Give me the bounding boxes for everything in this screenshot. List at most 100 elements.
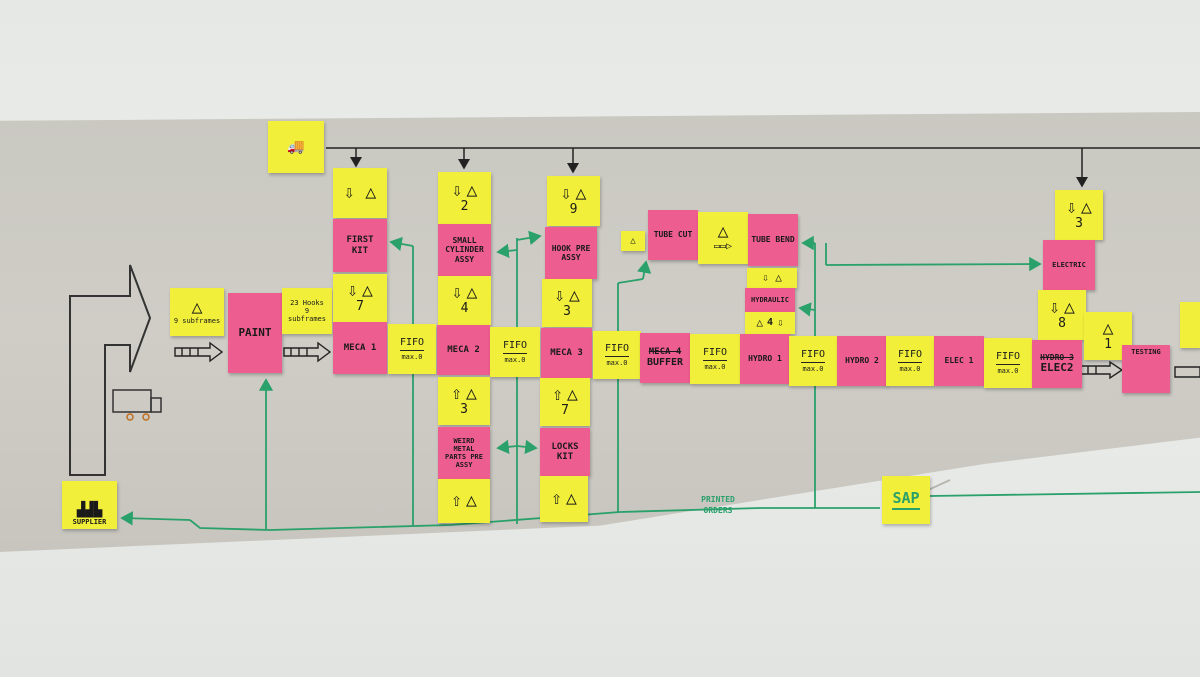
hook-pre-process: HOOK PRE ASSY	[545, 227, 597, 279]
electric-process: ELECTRIC	[1043, 240, 1095, 290]
truck-cab	[150, 397, 162, 413]
fifo-max-label: max.0	[899, 364, 921, 373]
inventory-hydraulic-top: ⇩ △	[747, 268, 797, 288]
inventory-tube: △ ▭▭▷	[698, 212, 748, 264]
down-arrow-icon: ⇩	[777, 315, 784, 329]
paint-label: PAINT	[238, 325, 272, 339]
elec1-process: ELEC 1	[934, 336, 984, 386]
up-arrow-icon: ⇧	[552, 383, 563, 405]
weird-metal-label: WEIRD METAL PARTS PRE ASSY	[445, 436, 483, 470]
inventory-hydraulic-bottom: △4⇩	[745, 312, 795, 334]
hooks-label: 23 Hooks	[290, 298, 324, 307]
down-arrow-icon: ⇩	[451, 179, 463, 201]
small-cylinder-label: SMALL CYLINDER ASSY	[445, 236, 484, 264]
supplier-label: SUPPLIER	[72, 517, 107, 526]
inventory-triangle-icon: △	[466, 282, 478, 304]
inventory-triangle-icon: △	[191, 296, 203, 318]
fifo-6: FIFO max.0	[886, 336, 934, 386]
hydro1-process: HYDRO 1	[740, 334, 790, 384]
push-arrow-1	[174, 341, 224, 363]
sap-label: SAP	[892, 490, 920, 510]
down-arrow-icon: ⇩	[451, 282, 463, 304]
printed-text: PRINTED	[701, 495, 735, 504]
down-arrow-icon: ⇩	[1066, 196, 1077, 218]
inventory-hook-top: ⇩△ 9	[547, 176, 600, 226]
inventory-weird-top: ⇧△ 3	[438, 377, 490, 425]
meca3-process: MECA 3	[541, 328, 592, 378]
weird-metal-process: WEIRD METAL PARTS PRE ASSY	[438, 427, 490, 479]
locks-kit-process: LOCKS KIT	[540, 428, 590, 476]
down-arrow-icon: ⇩	[1049, 296, 1060, 318]
electric-label: ELECTRIC	[1052, 260, 1086, 269]
printed-orders-label: PRINTED ORDERS	[688, 494, 748, 516]
inventory-count: 3	[460, 401, 468, 417]
meca1-label: MECA 1	[343, 342, 377, 353]
meca3-label: MECA 3	[550, 347, 583, 358]
hook-pre-label: HOOK PRE ASSY	[551, 243, 591, 262]
inventory-small-cyl-bottom: ⇩△ 4	[438, 276, 491, 325]
buffer-label: BUFFER	[646, 357, 684, 369]
fifo-label: FIFO	[702, 347, 728, 361]
hydro1-label: HYDRO 1	[748, 354, 782, 364]
inventory-small-cyl-top: ⇩△ 2	[438, 172, 491, 224]
meca4-buffer-process: MECA 4 BUFFER	[640, 333, 690, 383]
inventory-triangle-icon: △	[1102, 317, 1114, 339]
elec1-label: ELEC 1	[944, 356, 974, 366]
push-arrow-2	[283, 341, 332, 363]
inventory-edge-right	[1180, 302, 1200, 348]
fifo-7: FIFO max.0	[984, 338, 1032, 388]
tube-cut-label: TUBE CUT	[653, 230, 693, 240]
push-arrow-icon: ▭▭▷	[713, 241, 733, 253]
fifo-4: FIFO max.0	[690, 334, 740, 384]
inventory-weird-bottom: ⇧△	[438, 479, 490, 523]
meca1-process: MECA 1	[333, 322, 387, 374]
inventory-triangle-icon: △	[466, 382, 477, 404]
inventory-after-paint: 23 Hooks 9 subframes	[282, 288, 332, 334]
up-arrow-icon: ⇧	[551, 488, 562, 509]
inventory-triangle-icon: △	[566, 488, 577, 509]
hydro2-label: HYDRO 2	[845, 356, 879, 366]
inventory-triangle-icon: △	[756, 315, 763, 329]
fifo-label: FIFO	[800, 349, 826, 363]
inventory-triangle-icon: △	[466, 490, 477, 511]
up-arrow-icon: ⇧	[451, 490, 462, 511]
inventory-triangle-icon: △	[1064, 296, 1075, 318]
supplier-note: ▟▟▙ SUPPLIER	[62, 481, 117, 529]
meca2-process: MECA 2	[437, 325, 490, 375]
inventory-count: 7	[356, 298, 364, 314]
hydraulic-process: HYDRAULIC	[745, 288, 795, 312]
paint-process: PAINT	[228, 293, 282, 373]
inventory-hook-bottom: ⇩△ 3	[542, 279, 592, 327]
factory-icon: ▟▟▙	[76, 501, 103, 518]
fifo-max-label: max.0	[704, 362, 726, 371]
inventory-triangle-icon: △	[717, 221, 729, 243]
inventory-triangle-icon: △	[466, 179, 478, 201]
fifo-label: FIFO	[604, 343, 630, 357]
fifo-3: FIFO max.0	[593, 331, 641, 379]
inventory-locks-top: ⇧△ 7	[540, 378, 590, 426]
inventory-count: 3	[1075, 215, 1083, 231]
first-kit-process: FIRST KIT	[333, 219, 387, 272]
small-cylinder-process: SMALL CYLINDER ASSY	[438, 224, 491, 276]
fifo-1: FIFO max.0	[388, 324, 436, 374]
inventory-count: 4	[460, 301, 469, 317]
up-arrow-icon: ⇧	[451, 382, 462, 404]
hydro2-process: HYDRO 2	[837, 336, 887, 386]
inventory-count: 4	[766, 317, 774, 329]
inventory-count: 2	[460, 198, 469, 214]
push-arrow-4	[1174, 366, 1200, 378]
meca2-label: MECA 2	[447, 344, 480, 355]
inventory-triangle-icon: △	[575, 182, 587, 204]
tiny-truck-note: △	[621, 231, 645, 251]
down-arrow-icon: ⇩	[347, 279, 358, 301]
inventory-count: 7	[561, 402, 569, 418]
elec2-process: HYDRO 3 ELEC2	[1032, 340, 1082, 388]
inventory-count: 8	[1058, 315, 1066, 331]
fifo-max-label: max.0	[997, 366, 1019, 375]
elec2-label: ELEC2	[1040, 361, 1074, 375]
fifo-max-label: max.0	[401, 352, 423, 361]
inventory-triangle-icon: △	[1081, 196, 1092, 218]
push-arrow-3	[1079, 360, 1124, 380]
fifo-label: FIFO	[897, 349, 923, 363]
first-kit-label: FIRST KIT	[346, 235, 374, 256]
